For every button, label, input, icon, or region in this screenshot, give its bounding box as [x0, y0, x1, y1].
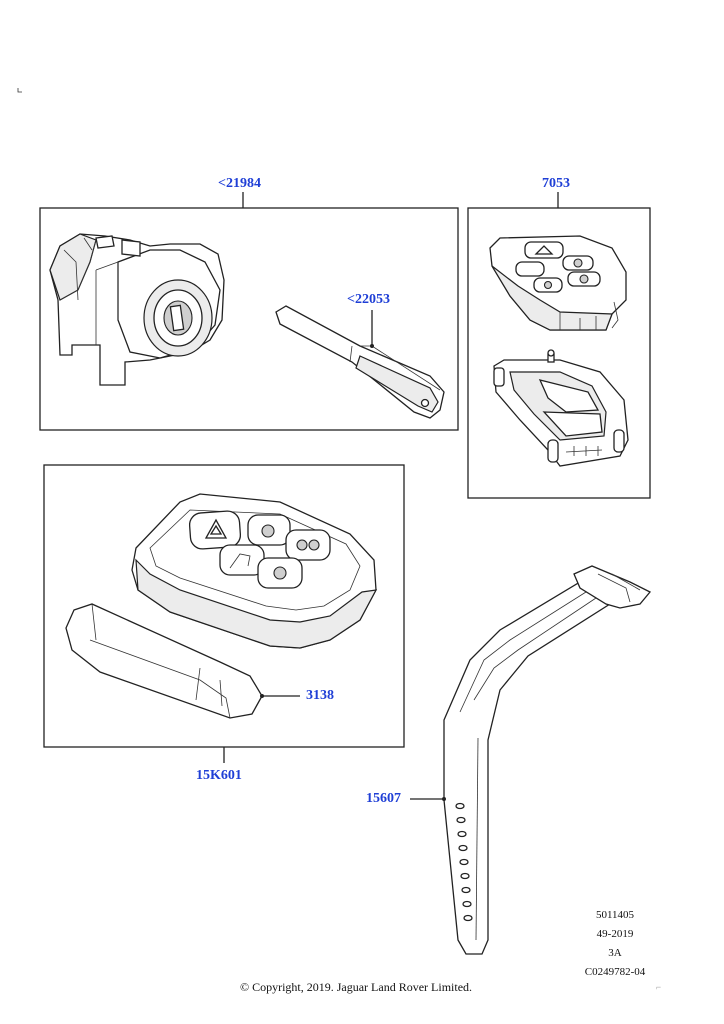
key-blade-drawing	[275, 305, 445, 419]
remote-case-group	[467, 192, 651, 499]
remote-case-box	[467, 207, 651, 499]
lock-set-group	[39, 192, 459, 431]
smart-key-group	[43, 464, 405, 763]
button-pad-drawing	[489, 235, 627, 331]
corner-tick: ⌐	[656, 982, 662, 992]
reference-line-3: 3A	[608, 947, 622, 959]
strap-holes	[455, 802, 473, 922]
reference-line-1: 5011405	[595, 909, 635, 921]
wrist-strap-drawing	[410, 565, 652, 955]
reference-line-4: C0249782-04	[584, 966, 646, 978]
callout-key-blade[interactable]: <22053	[347, 292, 390, 307]
smart-key-fob-drawing	[131, 493, 378, 649]
battery-cover-drawing	[65, 603, 300, 719]
battery-frame-drawing	[493, 349, 629, 467]
corner-mark	[17, 88, 22, 93]
lock-set-box	[39, 207, 459, 431]
callout-wrist-strap[interactable]: 15607	[366, 791, 401, 806]
callout-battery-cover[interactable]: 3138	[306, 688, 334, 703]
callout-remote-case[interactable]: 7053	[542, 176, 570, 191]
reference-line-2: 49-2019	[596, 928, 634, 940]
ignition-lock-drawing	[49, 233, 225, 386]
reference-block: 5011405 49-2019 3A C0249782-04	[570, 906, 660, 982]
callout-smart-key[interactable]: 15K601	[196, 768, 242, 783]
callout-lock-set[interactable]: <21984	[218, 176, 261, 191]
copyright-notice: © Copyright, 2019. Jaguar Land Rover Lim…	[239, 980, 473, 994]
